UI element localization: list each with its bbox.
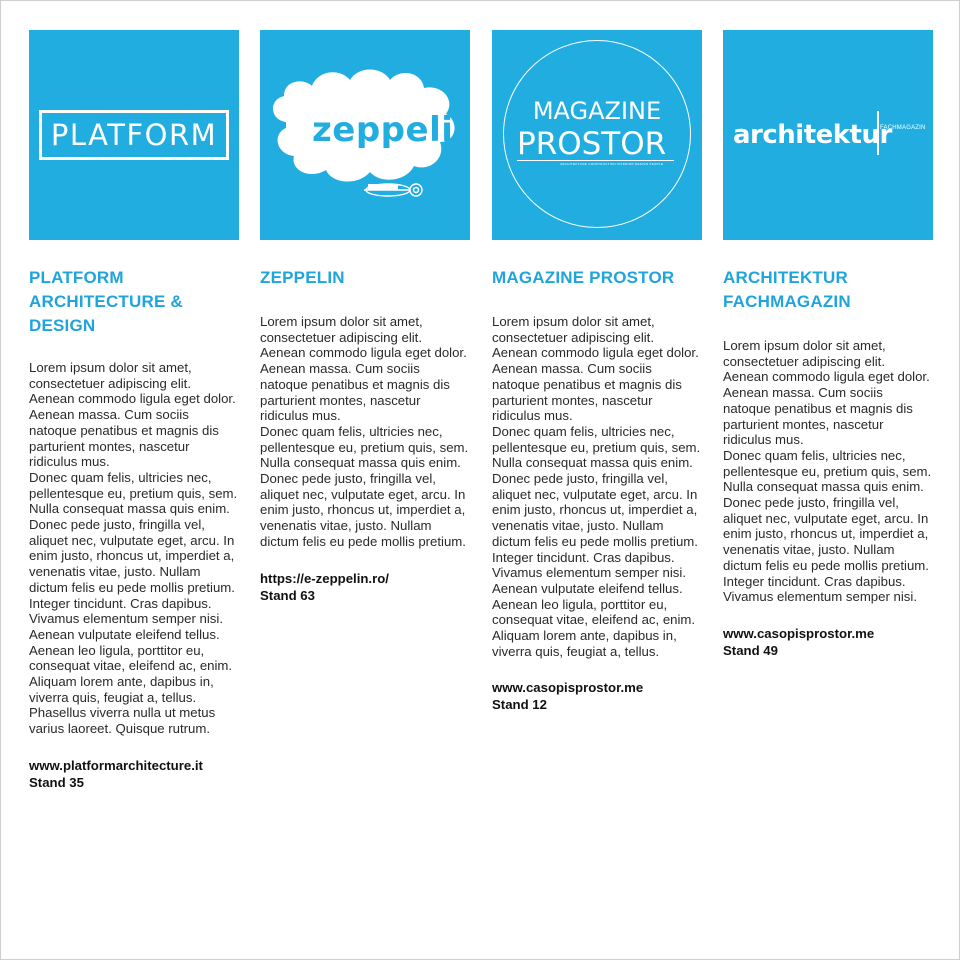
exhibitor-title: MAGAZINE PROSTOR: [492, 268, 675, 287]
platform-logo-text: PLATFORM: [50, 118, 218, 152]
exhibitor-description: Lorem ipsum dolor sit amet, consectetuer…: [723, 338, 932, 605]
exhibitor-title: PLATFORM ARCHITECTURE & DESIGN: [29, 268, 183, 335]
prostor-logo: MAGAZINE PROSTOR ARCHITECTURE CONSTRUCTI…: [492, 30, 702, 240]
exhibitor-description: Lorem ipsum dolor sit amet, consectetuer…: [29, 360, 238, 737]
prostor-logo-kicker: MAGAZINE: [532, 97, 662, 125]
prostor-logo-circle: [503, 40, 691, 228]
prostor-logo-tagline: ARCHITECTURE CONSTRUCTION INTERIOR DESIG…: [560, 162, 664, 166]
cloud-icon: [272, 69, 455, 197]
exhibitor-url-link[interactable]: www.casopisprostor.me: [492, 680, 644, 696]
exhibitor-footer: www.casopisprostor.me Stand 49: [723, 625, 933, 659]
platform-logo-frame: PLATFORM: [39, 110, 229, 160]
exhibitor-url-link[interactable]: www.platformarchitecture.it: [29, 757, 203, 773]
architektur-logo: architektur FACHMAGAZIN: [723, 30, 933, 240]
exhibitor-url-link[interactable]: www.casopisprostor.me: [723, 625, 875, 641]
zeppelin-logo: zeppelin: [260, 30, 470, 240]
exhibitor-title: ZEPPELIN: [260, 268, 345, 287]
prostor-logo-text: PROSTOR: [517, 128, 675, 161]
exhibitor-url-link[interactable]: https://e-zeppelin.ro/: [260, 570, 389, 586]
exhibitor-stand: Stand 49: [723, 642, 778, 658]
exhibitor-footer: https://e-zeppelin.ro/ Stand 63: [260, 570, 470, 604]
exhibitor-title: ARCHITEKTUR FACHMAGAZIN: [723, 268, 851, 311]
platform-logo: PLATFORM: [29, 30, 239, 240]
exhibitor-stand: Stand 12: [492, 697, 547, 713]
exhibitor-column-architektur: architektur FACHMAGAZIN ARCHITEKTUR FACH…: [723, 30, 933, 659]
exhibitor-column-platform: PLATFORM PLATFORM ARCHITECTURE & DESIGN …: [29, 30, 239, 791]
exhibitor-column-prostor: MAGAZINE PROSTOR ARCHITECTURE CONSTRUCTI…: [492, 30, 702, 713]
exhibitor-description: Lorem ipsum dolor sit amet, consectetuer…: [492, 314, 701, 659]
architektur-logo-divider: [877, 111, 879, 155]
exhibitor-footer: www.casopisprostor.me Stand 12: [492, 679, 702, 713]
exhibitor-description: Lorem ipsum dolor sit amet, consectetuer…: [260, 314, 469, 549]
architektur-logo-text: architektur: [733, 120, 892, 150]
architektur-logo-subtext: FACHMAGAZIN: [880, 125, 926, 131]
exhibitor-column-zeppelin: zeppelin ZEPPELIN Lorem ipsum dolor sit …: [260, 30, 470, 604]
exhibitor-stand: Stand 63: [260, 587, 315, 603]
exhibitor-footer: www.platformarchitecture.it Stand 35: [29, 757, 239, 791]
zeppelin-logo-text: zeppelin: [312, 110, 470, 150]
exhibitor-stand: Stand 35: [29, 774, 84, 790]
